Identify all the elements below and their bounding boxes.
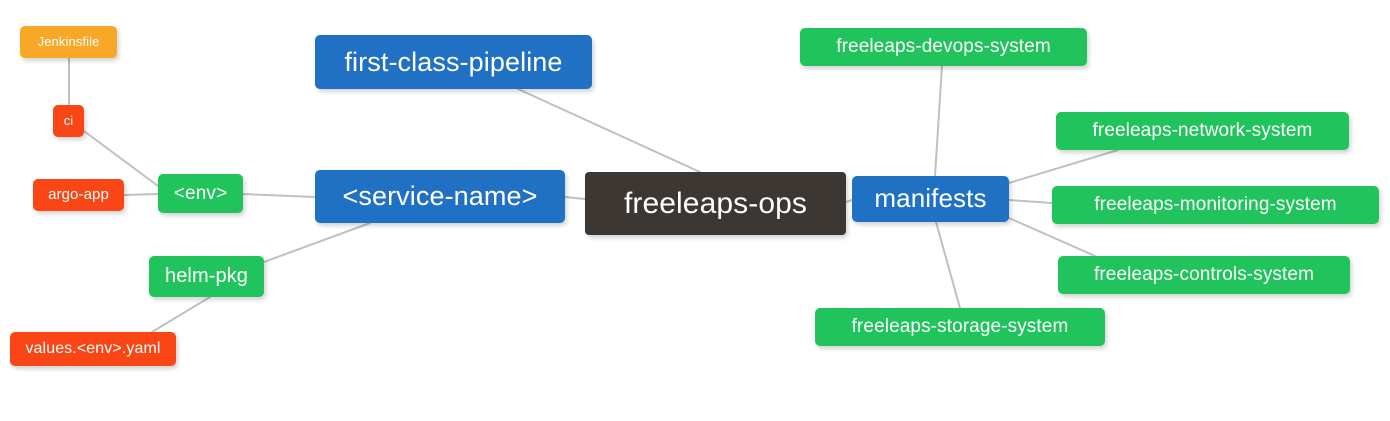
mindmap-node-devops-system[interactable]: freeleaps-devops-system — [800, 28, 1087, 66]
mindmap-node-manifests[interactable]: manifests — [852, 176, 1009, 222]
mindmap-node-first-class-pipeline[interactable]: first-class-pipeline — [315, 35, 592, 89]
mindmap-node-freeleaps-ops[interactable]: freeleaps-ops — [585, 172, 846, 235]
mindmap-node-helm-pkg[interactable]: helm-pkg — [149, 256, 264, 297]
mindmap-node-jenkinsfile[interactable]: Jenkinsfile — [20, 26, 117, 58]
mindmap-node-argo-app[interactable]: argo-app — [33, 179, 124, 211]
mindmap-node-storage-system[interactable]: freeleaps-storage-system — [815, 308, 1105, 346]
mindmap-edge — [263, 222, 371, 263]
mindmap-node-controls-system[interactable]: freeleaps-controls-system — [1058, 256, 1350, 294]
mindmap-edge — [935, 221, 961, 309]
mindmap-edge — [1008, 199, 1053, 204]
mindmap-node-network-system[interactable]: freeleaps-network-system — [1056, 112, 1349, 150]
mindmap-edge — [564, 196, 586, 200]
mindmap-node-env[interactable]: <env> — [158, 174, 243, 213]
mindmap-edge — [123, 193, 159, 196]
mindmap-node-service-name[interactable]: <service-name> — [315, 170, 565, 223]
mindmap-edge — [517, 88, 701, 173]
mindmap-edge — [242, 193, 316, 198]
mindmap-node-ci[interactable]: ci — [53, 105, 84, 137]
mindmap-edge — [83, 130, 159, 187]
mindmap-edge — [934, 65, 943, 177]
mindmap-edge — [151, 296, 211, 333]
mindmap-node-monitoring-system[interactable]: freeleaps-monitoring-system — [1052, 186, 1379, 224]
mindmap-edge — [1008, 149, 1119, 184]
mindmap-node-values-yaml[interactable]: values.<env>.yaml — [10, 332, 176, 366]
